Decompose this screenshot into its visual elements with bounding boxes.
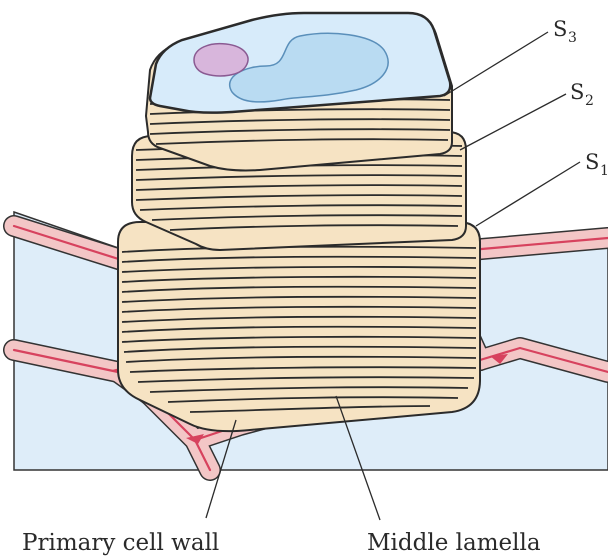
label-middle-lamella: Middle lamella xyxy=(367,530,541,556)
label-primary-cell-wall: Primary cell wall xyxy=(22,530,219,556)
svg-text:S: S xyxy=(585,150,599,174)
svg-text:2: 2 xyxy=(585,93,594,109)
leader-s3 xyxy=(444,32,548,96)
leader-s1 xyxy=(476,162,580,226)
leader-s2 xyxy=(460,94,566,150)
nucleus xyxy=(194,44,248,76)
svg-text:1: 1 xyxy=(600,163,608,179)
svg-text:S: S xyxy=(553,17,567,41)
svg-text:S: S xyxy=(570,80,584,104)
cell-top-face xyxy=(150,13,450,113)
label-s2: S 2 xyxy=(570,80,594,109)
label-s3: S 3 xyxy=(553,17,577,46)
layer-s1 xyxy=(118,222,480,431)
label-s1: S 1 xyxy=(585,150,608,179)
svg-text:3: 3 xyxy=(568,30,577,46)
